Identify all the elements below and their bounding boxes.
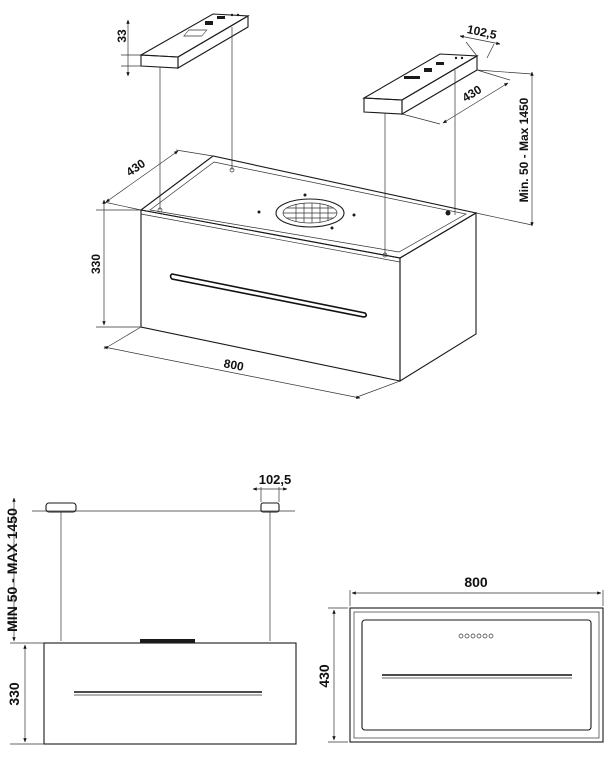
front-view: 102,5 MIN 50 - MAX 1450 330 [4, 472, 297, 745]
cable-length-label: Min. 50 - Max 1450 [517, 97, 531, 202]
hood-body [139, 155, 478, 382]
filter-grille-icon [275, 198, 345, 228]
left-ceiling-rail [139, 13, 250, 69]
iso-dimensions: 33 102,5 430 Min. 50 - Max 1450 430 [89, 19, 534, 399]
isometric-view: 33 102,5 430 Min. 50 - Max 1450 430 [89, 13, 534, 399]
rail-length-label: 430 [460, 82, 485, 105]
handle-bar [169, 273, 368, 318]
front-hood-body [43, 642, 297, 745]
width-label: 800 [223, 356, 246, 374]
rail-height-label: 33 [115, 29, 129, 43]
rail-width-label: 102,5 [466, 22, 499, 42]
control-buttons-icon [458, 633, 494, 639]
front-cable-length-label: MIN 50 - MAX 1450 [4, 508, 20, 632]
bottom-outer-frame [349, 607, 604, 743]
height-label: 330 [89, 254, 103, 274]
bottom-width-label: 800 [464, 574, 488, 590]
suspension-cables [159, 27, 456, 255]
depth-label: 430 [123, 156, 148, 179]
bottom-depth-label: 430 [316, 664, 332, 688]
right-ceiling-rail [362, 53, 479, 115]
front-rail-width-label: 102,5 [259, 472, 292, 487]
bottom-view: 800 430 [316, 574, 604, 743]
bottom-filter-panel [361, 619, 592, 731]
front-height-label: 330 [6, 682, 22, 706]
